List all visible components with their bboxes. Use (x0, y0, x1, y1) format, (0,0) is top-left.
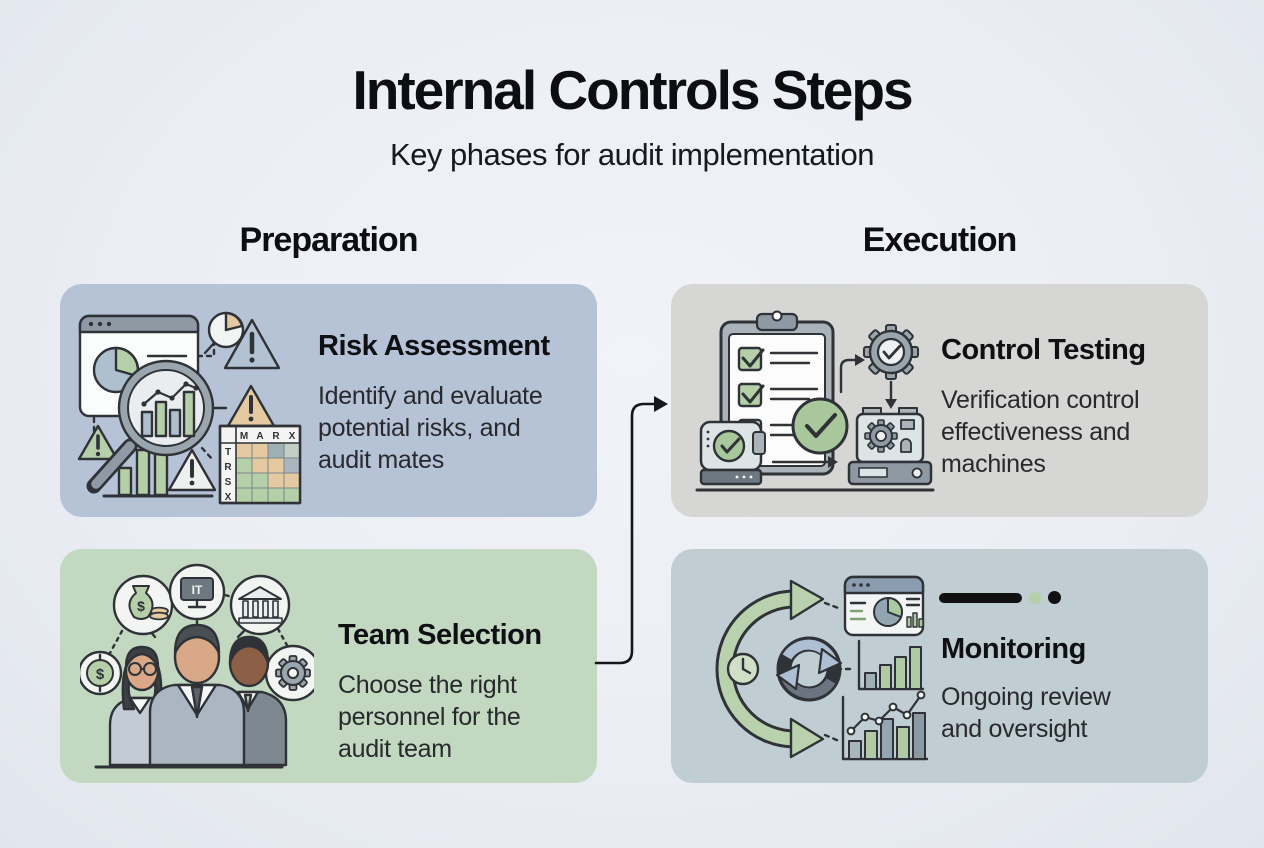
arrow-to-machine (885, 380, 897, 409)
column-header-preparation: Preparation (239, 221, 419, 259)
clock-icon (726, 652, 760, 686)
card-title: Risk Assessment (318, 330, 550, 362)
dollar-coin-icon: $ (80, 650, 123, 696)
pie-chart-icon (203, 311, 245, 355)
card-description: Choose the right personnel for the audit… (338, 671, 521, 763)
bar-chart-icon (857, 639, 925, 691)
arrow-to-gear (839, 354, 865, 394)
matrix-col-header: M (240, 431, 248, 442)
bank-icon (229, 574, 291, 636)
dashboard-window-icon (843, 575, 925, 637)
it-monitor-icon: IT (168, 563, 226, 621)
control-testing-illustration (695, 310, 935, 492)
card-risk-assessment: M A R X T R S X Risk Assessment Identify… (60, 284, 597, 517)
card-description: Ongoing review and oversight (941, 683, 1111, 743)
matrix-row-header: S (225, 477, 232, 488)
dashed-connector-lines (823, 601, 853, 743)
matrix-row-header: X (225, 492, 232, 503)
scanner-check-icon (699, 420, 766, 486)
team-people-icon (108, 623, 288, 767)
matrix-col-header: R (272, 431, 280, 442)
decor-green-dot (1029, 591, 1041, 604)
dashed-connector-lines (92, 338, 216, 461)
matrix-row-header: T (225, 447, 231, 458)
monitoring-illustration (715, 575, 929, 761)
check-circle-icon (791, 397, 849, 455)
dash-and-dots-decor (939, 591, 1061, 604)
risk-matrix-icon: M A R X T R S X (218, 424, 302, 505)
gear-icon (264, 644, 314, 702)
risk-assessment-illustration: M A R X T R S X (77, 311, 302, 505)
card-description: Identify and evaluate potential risks, a… (318, 382, 543, 474)
card-control-testing: Control Testing Verification control eff… (671, 284, 1208, 517)
page-subtitle: Key phases for audit implementation (390, 137, 874, 172)
column-header-execution: Execution (862, 221, 1017, 259)
matrix-row-header: R (224, 462, 232, 473)
card-title: Control Testing (941, 334, 1146, 366)
decor-bar (939, 592, 1022, 603)
matrix-col-header: X (289, 431, 296, 442)
decor-black-dot (1048, 591, 1061, 604)
team-selection-illustration: $ IT (80, 563, 314, 769)
dollar-symbol: $ (96, 666, 105, 683)
magnifier-icon (86, 359, 215, 494)
trend-chart-icon (841, 690, 929, 761)
card-title: Monitoring (941, 633, 1086, 665)
machine-icon (847, 407, 933, 486)
card-title: Team Selection (338, 619, 542, 651)
dollar-symbol: $ (137, 598, 145, 614)
card-team-selection: $ IT (60, 549, 597, 783)
card-description: Verification control effectiveness and m… (941, 386, 1140, 478)
matrix-col-header: A (256, 431, 263, 442)
money-bag-icon: $ (112, 574, 174, 636)
card-monitoring: Monitoring Ongoing review and oversight (671, 549, 1208, 783)
page-title: Internal Controls Steps (352, 59, 913, 121)
arrowhead (654, 396, 668, 412)
it-label: IT (192, 583, 203, 597)
gear-check-icon (863, 324, 919, 380)
green-cycle-arrow-icon (715, 579, 825, 759)
arrow-to-machine-horizontal (771, 456, 838, 468)
warning-triangle-icons (77, 318, 281, 492)
refresh-cycle-icon (775, 636, 843, 702)
